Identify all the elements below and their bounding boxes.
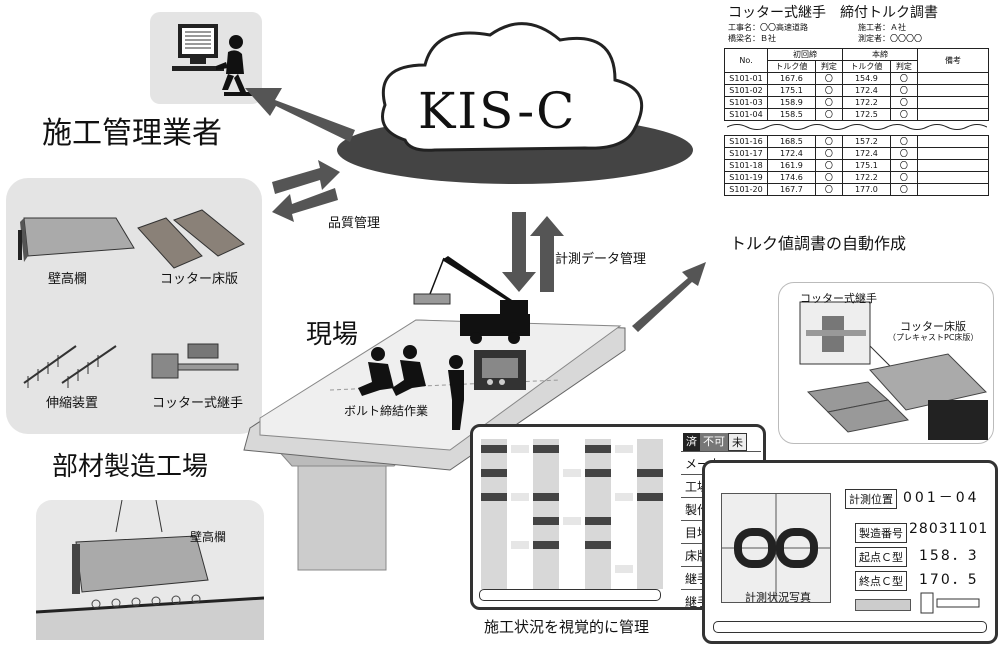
col-group-2: 本締 [841, 48, 919, 61]
start-label: 起点Ｃ型 [855, 547, 907, 567]
workers-icon [358, 345, 464, 430]
legend-done: 済 [683, 433, 700, 451]
manager-label: 施工管理業者 [42, 116, 222, 151]
col-torque-2: トルク値 [841, 60, 891, 73]
factory-items [18, 209, 245, 388]
wall-photo-label: 壁高欄 [190, 530, 227, 544]
screen-scrollbar[interactable] [713, 621, 987, 633]
serial-label: 製造番号 [855, 523, 907, 543]
bridge-site-illustration [243, 256, 626, 571]
report-meta-1: 工事名：〇〇高速道路 [728, 23, 808, 32]
position-value: 001－04 [903, 490, 980, 506]
col-judge-2: 判定 [889, 60, 919, 73]
status-legend: 済 不可 未 [683, 433, 747, 451]
measurement-screen: 計測状況写真 計測位置 001－04 製造番号 28031101 起点Ｃ型 15… [702, 460, 998, 644]
arrow-to-manager [245, 88, 355, 142]
quality-label: 品質管理 [328, 216, 381, 231]
lifted-slab [413, 293, 451, 305]
measurement-photo [721, 493, 831, 603]
col-remark: 備考 [917, 48, 989, 73]
torque-report: コッター式継手 締付トルク調書 工事名：〇〇高速道路 施工者：Ａ社 橋梁名：Ｂ社… [724, 2, 990, 228]
status-grid [481, 439, 663, 589]
detail-joint-label: コッター式継手 [800, 292, 877, 305]
factory-label: 部材製造工場 [52, 452, 209, 482]
factory-item-joint: コッター式継手 [152, 396, 244, 411]
monitor-scrollbar[interactable] [479, 589, 661, 601]
wall-install-illustration [36, 500, 264, 640]
start-value: 158．3 [919, 548, 979, 564]
factory-item-slab: コッター床版 [160, 272, 239, 287]
arrow-up-to-cloud [530, 216, 564, 292]
cotter-slab-icon [137, 209, 245, 269]
screen-diagram-icon [920, 592, 980, 614]
expansion-device-icon [23, 345, 117, 388]
crane-icon [429, 256, 530, 344]
report-meta-2: 施工者：Ａ社 [858, 23, 906, 32]
arrow-cloud-to-factory [272, 188, 338, 222]
legend-ng: 不可 [700, 433, 728, 451]
screen-button[interactable] [855, 599, 911, 611]
manager-illustration [150, 12, 262, 104]
site-label: 現場 [306, 320, 359, 350]
report-caption: トルク値調書の自動作成 [730, 234, 907, 253]
arrow-factory-to-cloud [272, 160, 340, 194]
wall-railing-icon [18, 217, 135, 262]
legend-pending: 未 [728, 433, 747, 451]
col-group-1: 初回締 [767, 48, 843, 61]
kis-c-cloud [337, 22, 693, 184]
serial-value: 28031101 [909, 521, 989, 537]
monitor-caption: 施工状況を視覚的に管理 [484, 618, 650, 636]
joint-photo-icon [722, 494, 830, 602]
arrow-down-to-site [502, 212, 536, 292]
measurement-label: 計測データ管理 [555, 252, 647, 267]
col-judge-1: 判定 [814, 60, 843, 73]
arrow-to-report [632, 262, 706, 332]
factory-item-wall: 壁高欄 [48, 272, 88, 287]
operator-at-computer-icon [172, 24, 252, 96]
measurement-photo-label: 計測状況写真 [745, 591, 811, 604]
detail-slab-label: コッター床版 [900, 320, 966, 333]
cotter-joint-icon [151, 343, 239, 379]
table-break [724, 120, 989, 136]
report-meta-4: 測定者：〇〇〇〇 [858, 34, 922, 43]
report-title: コッター式継手 締付トルク調書 [728, 5, 938, 21]
end-label: 終点Ｃ型 [855, 571, 907, 591]
joint-slab-illustration [799, 301, 988, 440]
col-no: No. [724, 48, 768, 73]
detail-slab-sub-label: （プレキャストPC床版） [888, 333, 979, 342]
end-value: 170．5 [919, 572, 979, 588]
factory-item-expansion: 伸縮装置 [46, 396, 99, 411]
col-torque-1: トルク値 [767, 60, 816, 73]
site-work-label: ボルト締結作業 [344, 404, 429, 418]
cloud-label: KIS-C [418, 82, 577, 140]
position-label: 計測位置 [845, 489, 897, 509]
control-unit-icon [474, 350, 526, 390]
report-meta-3: 橋梁名：Ｂ社 [728, 34, 776, 43]
